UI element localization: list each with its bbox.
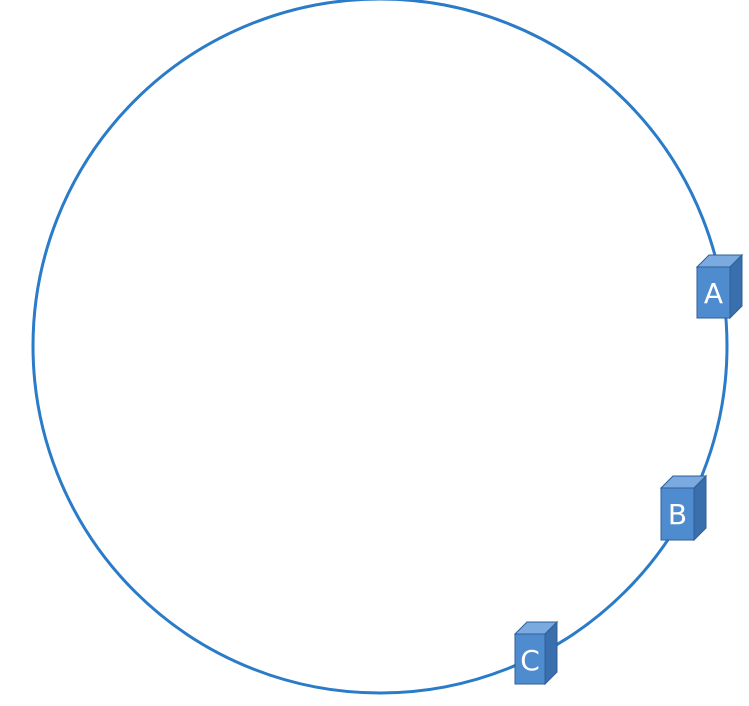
node-b-side-face	[693, 474, 707, 542]
node-a[interactable]: A	[695, 253, 744, 320]
node-c-front-face	[514, 633, 546, 685]
node-a-front-face	[696, 266, 731, 319]
hash-ring	[31, 0, 729, 695]
node-c[interactable]: C	[513, 620, 559, 686]
node-b-label: B	[668, 498, 687, 531]
node-b[interactable]: B	[659, 474, 708, 542]
node-b-front-face	[660, 487, 695, 541]
node-c-label: C	[520, 644, 540, 677]
node-a-label: A	[704, 277, 723, 310]
